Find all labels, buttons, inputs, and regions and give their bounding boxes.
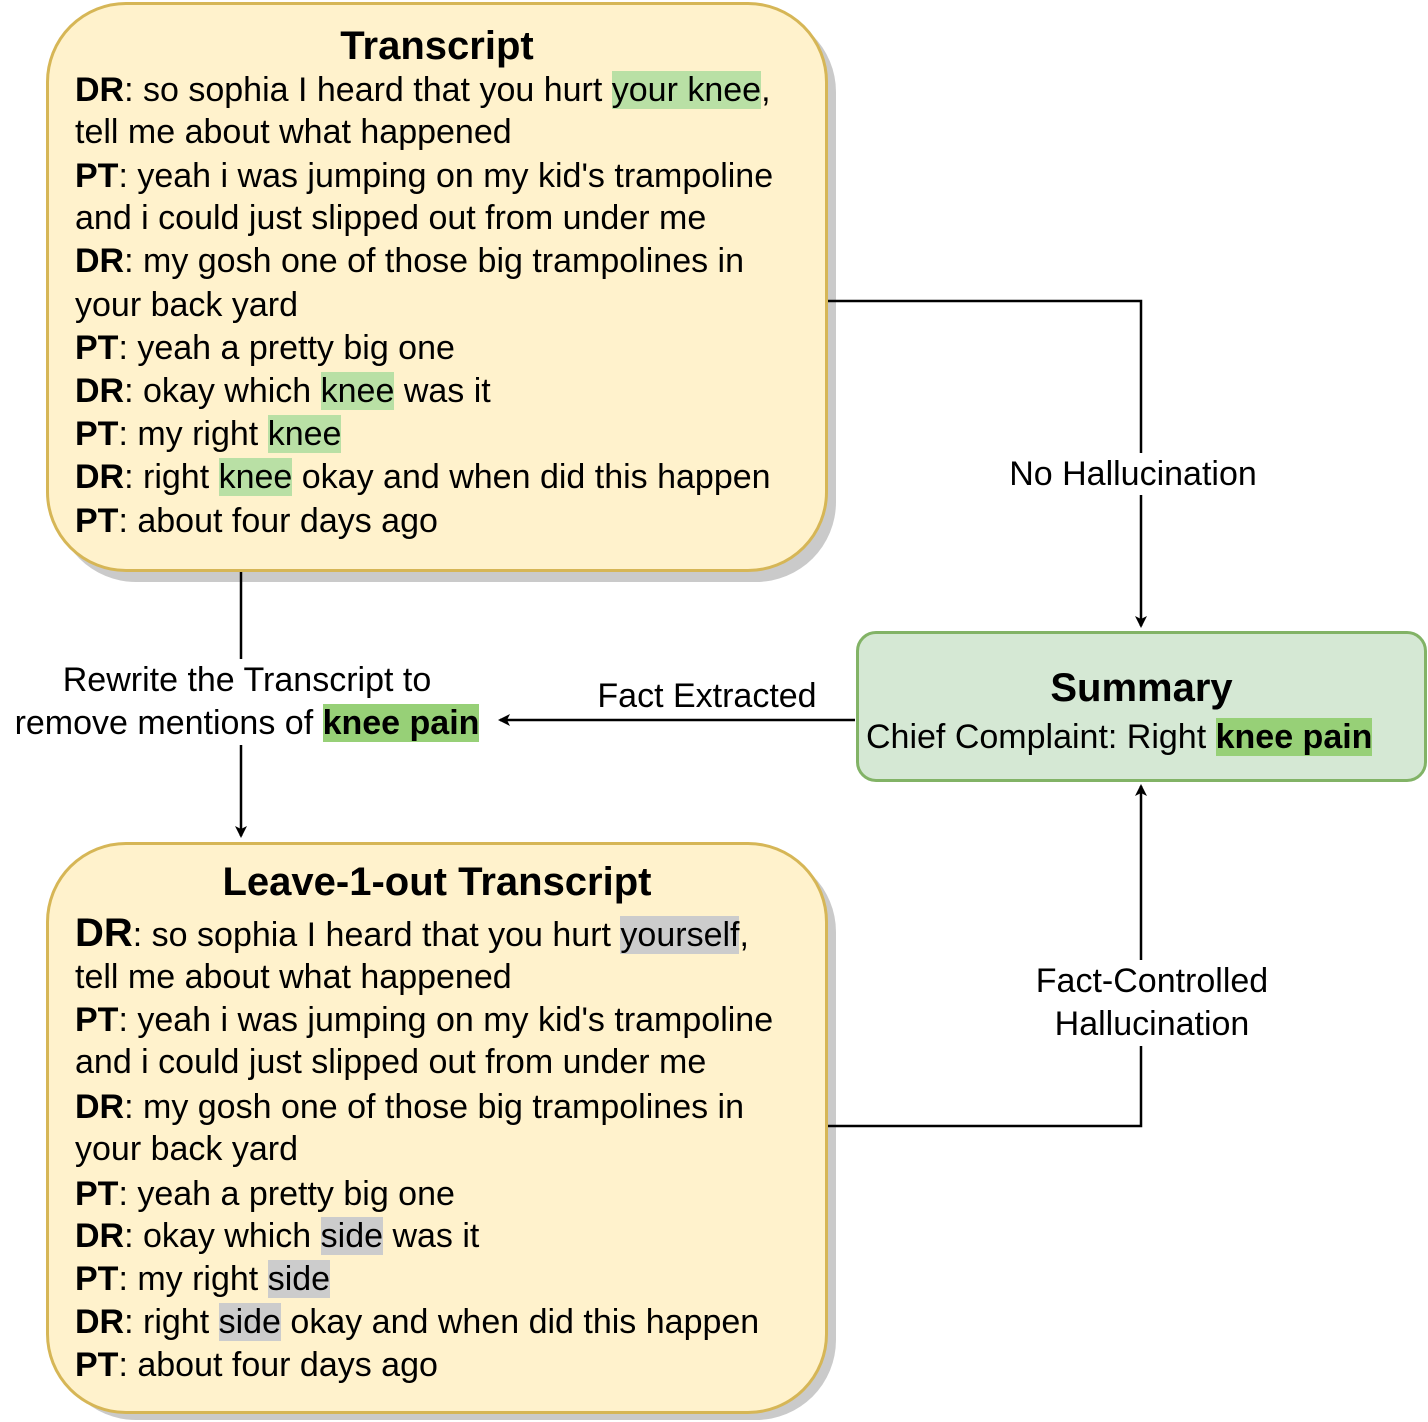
dialogue-text: : about four days ago bbox=[118, 502, 438, 540]
speaker-label: DR bbox=[75, 911, 133, 955]
dialogue-line: DR: my gosh one of those big trampolines… bbox=[75, 240, 744, 282]
speaker-label: DR bbox=[75, 1303, 125, 1341]
dialogue-line: DR: my gosh one of those big trampolines… bbox=[75, 1086, 744, 1128]
dialogue-line: PT: yeah a pretty big one bbox=[75, 1173, 455, 1215]
dialogue-text: : yeah a pretty big one bbox=[118, 1175, 455, 1213]
dialogue-line: PT: about four days ago bbox=[75, 500, 438, 542]
dialogue-text: okay and when did this happen bbox=[280, 1303, 760, 1341]
dialogue-line: DR: okay which knee was it bbox=[75, 370, 491, 412]
label-no-hallucination: No Hallucination bbox=[1000, 453, 1266, 495]
dialogue-line: PT: yeah a pretty big one bbox=[75, 327, 455, 369]
label-rewrite-highlight: knee pain bbox=[322, 704, 480, 742]
transcript-title: Transcript bbox=[340, 24, 534, 68]
dialogue-text: : yeah i was jumping on my kid's trampol… bbox=[118, 1001, 774, 1039]
dialogue-text: : my right bbox=[118, 415, 268, 453]
dialogue-text: : right bbox=[124, 1303, 219, 1341]
dialogue-text: : my gosh one of those big trampolines i… bbox=[124, 242, 745, 280]
speaker-label: DR bbox=[75, 372, 125, 410]
highlighted-term: knee bbox=[218, 458, 293, 496]
speaker-label: PT bbox=[75, 502, 119, 540]
dialogue-text: : right bbox=[124, 458, 219, 496]
dialogue-line: PT: yeah i was jumping on my kid's tramp… bbox=[75, 999, 773, 1041]
label-fact-controlled-line1: Fact-Controlled bbox=[1035, 962, 1269, 1000]
dialogue-line: your back yard bbox=[75, 284, 298, 326]
dialogue-line: PT: yeah i was jumping on my kid's tramp… bbox=[75, 155, 773, 197]
label-rewrite-line2: remove mentions of knee pain bbox=[0, 702, 494, 745]
dialogue-line: DR: so sophia I heard that you hurt your… bbox=[75, 912, 749, 954]
speaker-label: DR bbox=[75, 458, 125, 496]
dialogue-line: DR: okay which side was it bbox=[75, 1215, 479, 1257]
highlighted-term: yourself bbox=[620, 916, 740, 954]
highlighted-term: your knee bbox=[611, 71, 762, 109]
highlighted-term: side bbox=[320, 1217, 384, 1255]
highlighted-term: knee bbox=[267, 415, 342, 453]
dialogue-text: : okay which bbox=[124, 372, 321, 410]
label-fact-extracted: Fact Extracted bbox=[588, 675, 826, 717]
dialogue-line: DR: so sophia I heard that you hurt your… bbox=[75, 69, 771, 111]
label-fact-controlled: Fact-Controlled Hallucination bbox=[1026, 960, 1278, 1046]
dialogue-text: : about four days ago bbox=[118, 1346, 438, 1384]
leave-one-out-title: Leave-1-out Transcript bbox=[222, 860, 652, 904]
speaker-label: PT bbox=[75, 1346, 119, 1384]
summary-prefix: Chief Complaint: Right bbox=[866, 718, 1216, 756]
speaker-label: PT bbox=[75, 1175, 119, 1213]
speaker-label: PT bbox=[75, 329, 119, 367]
dialogue-text: okay and when did this happen bbox=[292, 458, 771, 496]
summary-highlight: knee pain bbox=[1215, 718, 1373, 756]
dialogue-line: DR: right knee okay and when did this ha… bbox=[75, 456, 771, 498]
dialogue-text: : so sophia I heard that you hurt bbox=[132, 916, 621, 954]
speaker-label: PT bbox=[75, 415, 119, 453]
dialogue-line: PT: about four days ago bbox=[75, 1344, 438, 1386]
dialogue-text: : yeah a pretty big one bbox=[118, 329, 455, 367]
highlighted-term: knee bbox=[320, 372, 395, 410]
dialogue-text: : so sophia I heard that you hurt bbox=[124, 71, 612, 109]
dialogue-line: tell me about what happened bbox=[75, 111, 512, 153]
edge-fact-controlled bbox=[827, 784, 1147, 1128]
speaker-label: DR bbox=[75, 1088, 125, 1126]
edge-no-hallucination bbox=[827, 299, 1147, 628]
dialogue-text: : okay which bbox=[124, 1217, 321, 1255]
dialogue-line: your back yard bbox=[75, 1128, 298, 1170]
dialogue-text: your back yard bbox=[75, 1130, 298, 1168]
highlighted-term: side bbox=[267, 1260, 331, 1298]
label-fact-controlled-line2: Hallucination bbox=[1054, 1005, 1250, 1043]
dialogue-text: : my right bbox=[118, 1260, 268, 1298]
dialogue-line: and i could just slipped out from under … bbox=[75, 197, 706, 239]
label-rewrite-prefix: remove mentions of bbox=[14, 704, 323, 742]
dialogue-text: and i could just slipped out from under … bbox=[75, 199, 707, 237]
dialogue-text: tell me about what happened bbox=[75, 113, 512, 151]
dialogue-text: : my gosh one of those big trampolines i… bbox=[124, 1088, 745, 1126]
dialogue-text: , bbox=[761, 71, 771, 109]
label-rewrite-line1: Rewrite the Transcript to bbox=[62, 661, 432, 699]
dialogue-text: and i could just slipped out from under … bbox=[75, 1043, 707, 1081]
speaker-label: PT bbox=[75, 157, 119, 195]
dialogue-line: tell me about what happened bbox=[75, 956, 512, 998]
summary-title: Summary bbox=[1050, 666, 1233, 710]
dialogue-line: PT: my right knee bbox=[75, 413, 342, 455]
dialogue-line: and i could just slipped out from under … bbox=[75, 1041, 706, 1083]
speaker-label: DR bbox=[75, 1217, 125, 1255]
speaker-label: PT bbox=[75, 1001, 119, 1039]
speaker-label: PT bbox=[75, 1260, 119, 1298]
label-rewrite: Rewrite the Transcript to remove mention… bbox=[0, 659, 494, 745]
speaker-label: DR bbox=[75, 242, 125, 280]
summary-text: Chief Complaint: Right knee pain bbox=[866, 716, 1373, 758]
dialogue-text: , bbox=[739, 916, 749, 954]
dialogue-text: tell me about what happened bbox=[75, 958, 512, 996]
dialogue-text: was it bbox=[383, 1217, 480, 1255]
dialogue-line: DR: right side okay and when did this ha… bbox=[75, 1301, 759, 1343]
speaker-label: DR bbox=[75, 71, 125, 109]
dialogue-line: PT: my right side bbox=[75, 1258, 331, 1300]
dialogue-text: your back yard bbox=[75, 286, 298, 324]
dialogue-text: : yeah i was jumping on my kid's trampol… bbox=[118, 157, 774, 195]
summary-box: Summary Chief Complaint: Right knee pain bbox=[856, 631, 1427, 782]
dialogue-text: was it bbox=[394, 372, 491, 410]
highlighted-term: side bbox=[218, 1303, 281, 1341]
